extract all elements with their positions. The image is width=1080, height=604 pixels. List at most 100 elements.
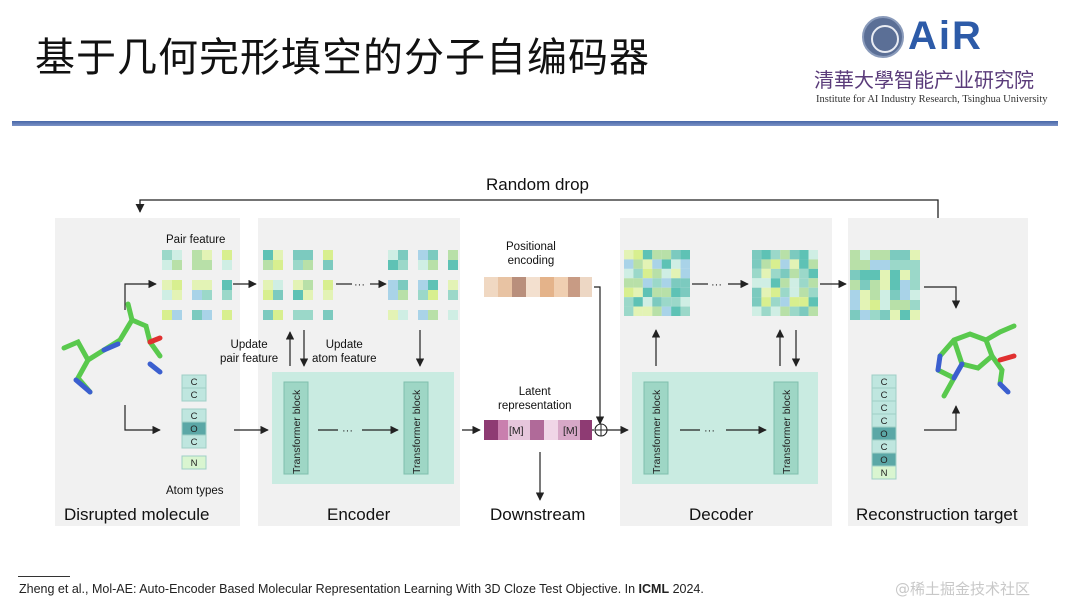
heatmap-cell [303, 250, 313, 260]
atom-cell [181, 455, 207, 470]
institute-logo: AiR 清華大學智能产业研究院 Institute for AI Industr… [814, 12, 1064, 112]
heatmap-cell [624, 268, 634, 279]
heatmap-cell [202, 260, 212, 270]
heatmap-cell [799, 287, 809, 298]
heatmap-cell [448, 280, 458, 290]
heatmap-cell [850, 250, 860, 260]
heatmap-cell [303, 260, 313, 270]
ellipsis-enc-block: ··· [342, 425, 353, 437]
heatmap-cell [910, 310, 920, 320]
heatmap-cell [652, 278, 662, 288]
heatmap-cell [890, 260, 900, 270]
heatmap-cell [752, 259, 762, 269]
heatmap-cell [222, 310, 232, 320]
heatmap-cell [642, 306, 653, 316]
university-seal-icon [862, 16, 904, 58]
heatmap-cell [303, 290, 313, 300]
pair-feature-dec-1 [624, 250, 690, 316]
transformer-block-label-enc-2: Transformer block [411, 389, 423, 474]
heatmap-cell [428, 290, 438, 300]
stage-disrupted-molecule: Disrupted molecule [64, 505, 210, 524]
heatmap-cell [680, 297, 690, 307]
heatmap-cell [850, 310, 860, 320]
heatmap-cell [789, 287, 800, 298]
heatmap-cell [263, 280, 273, 290]
heatmap-cell [860, 250, 870, 260]
heatmap-cell [910, 290, 920, 300]
heatmap-cell [162, 310, 172, 320]
heatmap-cell [323, 310, 333, 320]
heatmap-cell [448, 310, 458, 320]
heatmap-cell [428, 260, 438, 270]
heatmap-cell [860, 260, 870, 270]
reconstructed-molecule-graphic [935, 323, 1017, 399]
heatmap-cell [222, 290, 232, 300]
heatmap-cell [202, 250, 212, 260]
heatmap-cell [398, 250, 408, 260]
heatmap-cell [633, 297, 643, 307]
update-pair-feature-label: Update pair feature [220, 338, 278, 366]
heatmap-cell [680, 278, 690, 288]
heatmap-cell [752, 268, 762, 279]
heatmap-cell [624, 278, 634, 288]
heatmap-cell [770, 297, 781, 307]
random-drop-label: Random drop [486, 175, 590, 194]
atom-type-label: C [191, 437, 198, 448]
heatmap-cell [789, 306, 800, 316]
heatmap-cell [799, 278, 809, 288]
heatmap-cell [860, 300, 870, 310]
citation-text: Zheng et al., Mol-AE: Auto-Encoder Based… [19, 582, 639, 596]
heatmap-cell [752, 306, 762, 316]
heatmap-cell [633, 287, 643, 298]
title-divider [12, 121, 1058, 126]
heatmap-cell [799, 306, 809, 316]
heatmap-cell [624, 259, 634, 269]
heatmap-cell [789, 268, 800, 279]
heatmap-cell [323, 280, 333, 290]
stage-reconstruction-target: Reconstruction target [856, 505, 1018, 524]
heatmap-cell [633, 268, 643, 279]
update-atom-feature-text: Update atom feature [312, 339, 377, 365]
heatmap-cell [263, 260, 273, 270]
heatmap-cell [880, 290, 890, 300]
heatmap-cell [642, 250, 653, 260]
disrupted-molecule-graphic [61, 301, 163, 395]
heatmap-cell [652, 250, 662, 260]
heatmap-cell [761, 250, 771, 260]
heatmap-cell [900, 270, 910, 280]
heatmap-cell [880, 310, 890, 320]
heatmap-cell [770, 278, 781, 288]
heatmap-cell [418, 290, 428, 300]
stage-decoder: Decoder [689, 505, 754, 524]
heatmap-cell [192, 290, 202, 300]
heatmap-cell [633, 278, 643, 288]
latent-representation-strip [484, 420, 592, 440]
heatmap-cell [222, 260, 232, 270]
heatmap-cell [799, 250, 809, 260]
slide-title: 基于几何完形填空的分子自编码器 [35, 35, 650, 81]
transformer-block-dec-2 [773, 381, 799, 475]
heatmap-cell [770, 259, 781, 269]
heatmap-cell [293, 310, 303, 320]
heatmap-cell [910, 280, 920, 290]
heatmap-cell [202, 310, 212, 320]
heatmap-cell [418, 280, 428, 290]
heatmap-cell [808, 259, 818, 269]
heatmap-cell [780, 297, 790, 307]
heatmap-cell [761, 278, 771, 288]
heatmap-cell [799, 259, 809, 269]
heatmap-cell [680, 306, 690, 316]
heatmap-cell [642, 259, 653, 269]
heatmap-cell [642, 268, 653, 279]
heatmap-cell [222, 250, 232, 260]
heatmap-cell [642, 287, 653, 298]
atom-type-label: C [881, 390, 888, 401]
heatmap-cell [890, 270, 900, 280]
heatmap-cell [680, 268, 690, 279]
heatmap-cell [222, 280, 232, 290]
heatmap-cell [880, 300, 890, 310]
heatmap-cell [162, 250, 172, 260]
heatmap-cell [323, 250, 333, 260]
heatmap-cell [661, 278, 672, 288]
